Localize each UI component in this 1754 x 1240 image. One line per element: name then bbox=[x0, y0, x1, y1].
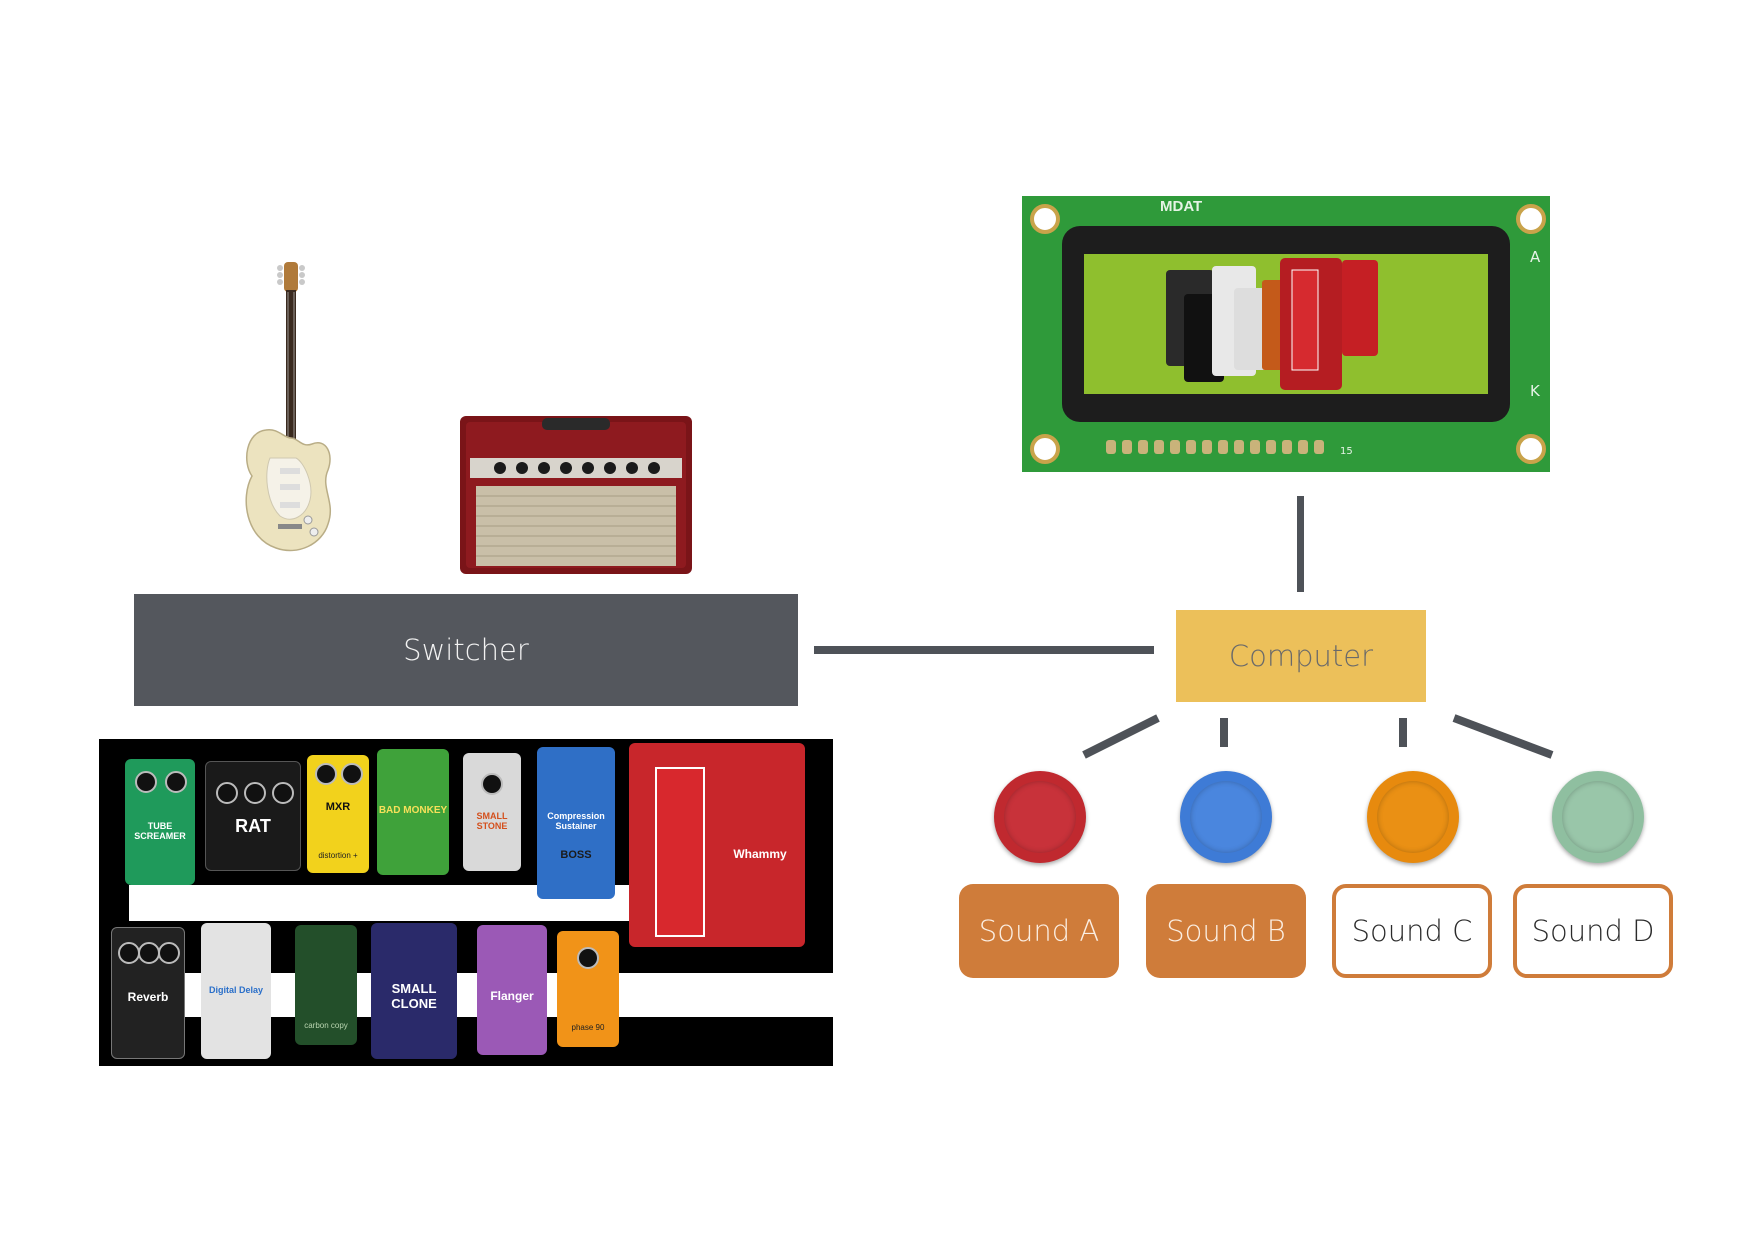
pedal-label: MXR bbox=[325, 801, 351, 813]
lcd-brand: MDAT bbox=[1160, 198, 1203, 215]
pedalboard: TUBE SCREAMER RAT MXR distortion + BAD M… bbox=[99, 739, 833, 1066]
whammy-treadle bbox=[655, 767, 705, 937]
pedal-bad-monkey: BAD MONKEY bbox=[377, 749, 449, 875]
pedal-tube-screamer: TUBE SCREAMER bbox=[125, 759, 195, 885]
pedal-rat: RAT bbox=[205, 761, 301, 871]
pedal-label: distortion + bbox=[318, 851, 358, 860]
pedal-label: Flanger bbox=[490, 989, 534, 1003]
footswitch-c-cap bbox=[1377, 781, 1449, 853]
pedal-small-stone: SMALL STONE bbox=[463, 753, 521, 871]
mount-hole-icon bbox=[1030, 204, 1060, 234]
pedal-label: BOSS bbox=[560, 849, 592, 861]
footswitch-b-button[interactable] bbox=[1180, 771, 1272, 863]
sound-b-label: Sound B bbox=[1146, 884, 1306, 978]
pin-icon bbox=[1266, 440, 1276, 454]
pedal-label: SMALL STONE bbox=[476, 811, 508, 831]
pedal-label: BAD MONKEY bbox=[378, 805, 448, 816]
pin-icon bbox=[1106, 440, 1116, 454]
lcd-pin-k: K bbox=[1530, 382, 1540, 400]
guitar-amp-image bbox=[460, 416, 692, 574]
pin-icon bbox=[1282, 440, 1292, 454]
pedal-whammy: Whammy bbox=[629, 743, 805, 947]
pin-icon bbox=[1186, 440, 1196, 454]
knob-icon bbox=[341, 763, 363, 785]
electric-guitar-image bbox=[245, 262, 332, 552]
pin-icon bbox=[1250, 440, 1260, 454]
knob-icon bbox=[577, 947, 599, 969]
footswitch-d-cap bbox=[1562, 781, 1634, 853]
pedal-label: Whammy bbox=[733, 847, 787, 861]
computer-block: Computer bbox=[1176, 610, 1426, 702]
footswitch-a-button[interactable] bbox=[994, 771, 1086, 863]
footswitch-b-cap bbox=[1190, 781, 1262, 853]
knob-icon bbox=[135, 771, 157, 793]
pedal-digital-delay: Digital Delay bbox=[201, 923, 271, 1059]
mount-hole-icon bbox=[1516, 434, 1546, 464]
knob-icon bbox=[165, 771, 187, 793]
knob-icon bbox=[315, 763, 337, 785]
lcd-screen bbox=[1084, 254, 1488, 394]
computer-button-connectors bbox=[1082, 714, 1554, 759]
pedal-label: SMALL CLONE bbox=[391, 981, 437, 1011]
switcher-computer-connector bbox=[814, 646, 1154, 654]
pedal-label: RAT bbox=[235, 816, 271, 836]
knob-icon bbox=[158, 942, 180, 964]
sound-a-label: Sound A bbox=[959, 884, 1119, 978]
footswitch-a-cap bbox=[1004, 781, 1076, 853]
computer-label: Computer bbox=[1228, 639, 1374, 673]
pin-icon bbox=[1122, 440, 1132, 454]
lcd-pedal-thumbnails bbox=[1166, 258, 1378, 390]
pedal-label: Digital Delay bbox=[208, 985, 264, 995]
mount-hole-icon bbox=[1030, 434, 1060, 464]
knob-icon bbox=[481, 773, 503, 795]
pin-icon bbox=[1138, 440, 1148, 454]
pedal-phase-90: phase 90 bbox=[557, 931, 619, 1047]
footswitch-d-button[interactable] bbox=[1552, 771, 1644, 863]
knob-icon bbox=[216, 782, 238, 804]
pedal-carbon-copy: carbon copy bbox=[295, 925, 357, 1045]
pedal-label: TUBE SCREAMER bbox=[134, 821, 186, 841]
knob-icon bbox=[244, 782, 266, 804]
switcher-block: Switcher bbox=[134, 594, 798, 706]
pedal-label: phase 90 bbox=[571, 1023, 605, 1032]
pedal-small-clone: SMALL CLONE bbox=[371, 923, 457, 1059]
computer-lcd-connector bbox=[1297, 496, 1304, 592]
switcher-label: Switcher bbox=[403, 633, 529, 667]
pin-icon bbox=[1202, 440, 1212, 454]
pin-icon bbox=[1170, 440, 1180, 454]
pin-icon bbox=[1154, 440, 1164, 454]
sound-c-label: Sound C bbox=[1332, 884, 1492, 978]
pin-icon bbox=[1234, 440, 1244, 454]
footswitch-c-button[interactable] bbox=[1367, 771, 1459, 863]
pedal-reverb: Reverb bbox=[111, 927, 185, 1059]
sound-d-label: Sound D bbox=[1513, 884, 1673, 978]
pedal-flanger: Flanger bbox=[477, 925, 547, 1055]
knob-icon bbox=[118, 942, 140, 964]
mount-hole-icon bbox=[1516, 204, 1546, 234]
pedal-label: Reverb bbox=[127, 990, 169, 1004]
pedal-label: Compression Sustainer bbox=[547, 811, 605, 831]
pedal-label: carbon copy bbox=[304, 1021, 348, 1030]
knob-icon bbox=[138, 942, 160, 964]
pin-icon bbox=[1298, 440, 1308, 454]
knob-icon bbox=[272, 782, 294, 804]
pin-icon bbox=[1314, 440, 1324, 454]
lcd-pin-a: A bbox=[1530, 248, 1541, 266]
lcd-pin-15: 15 bbox=[1340, 446, 1353, 457]
pedal-compression-sustainer: Compression Sustainer BOSS bbox=[537, 747, 615, 899]
pedal-mxr-distortion: MXR distortion + bbox=[307, 755, 369, 873]
pin-icon bbox=[1218, 440, 1228, 454]
lcd-display-module: MDAT A K 15 bbox=[1022, 196, 1550, 472]
